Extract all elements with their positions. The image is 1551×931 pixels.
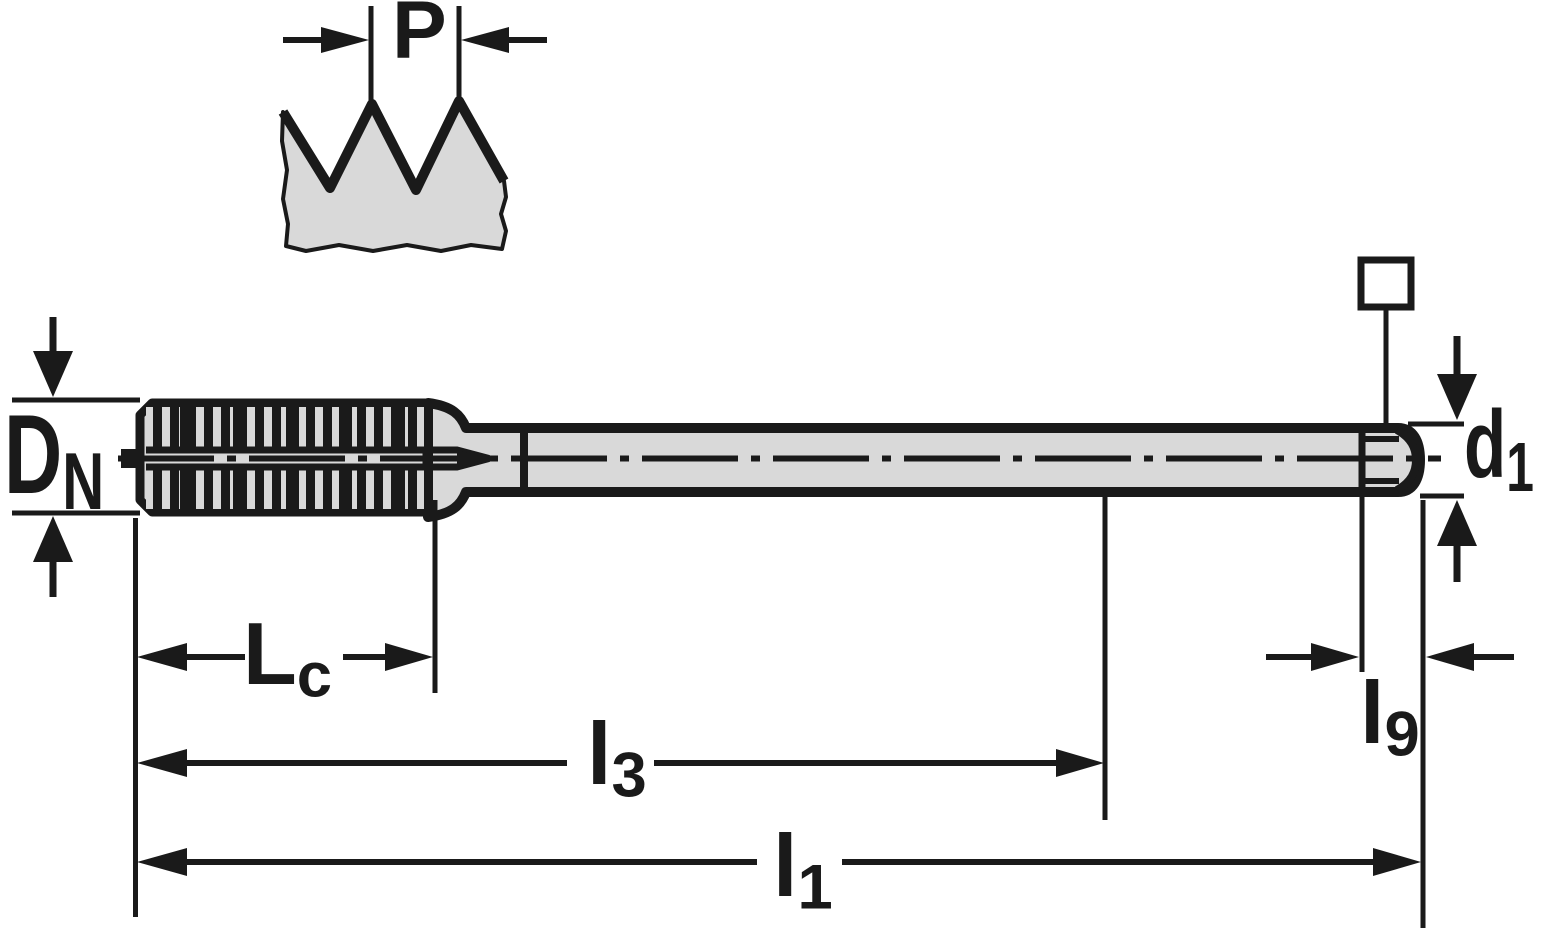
label-thread-length: Lc [243, 604, 333, 711]
dimension-thread-length [137, 643, 433, 671]
dimension-shank-diameter [1408, 336, 1477, 582]
thread-profile-teeth-outline [278, 96, 509, 195]
dn-arrow-up [33, 516, 73, 597]
label-square-length: l9 [1360, 663, 1420, 770]
thread-hatch [146, 407, 424, 509]
pitch-arrow-left [283, 27, 369, 53]
dimension-square-length [1266, 643, 1514, 671]
square-drive-symbol [1357, 256, 1415, 423]
thread-profile-detail [278, 6, 547, 253]
label-nominal-diameter: DN [4, 392, 105, 528]
d1-arrow-down [1437, 336, 1477, 420]
dimension-l3 [137, 749, 1104, 777]
tap-body [118, 256, 1441, 522]
label-l3: l3 [587, 704, 647, 811]
dn-arrow-down [33, 317, 73, 397]
label-overall-length: l1 [773, 816, 833, 923]
dimension-nominal-diameter [12, 317, 140, 597]
extension-lines [133, 496, 1426, 928]
label-shank-diameter: d1 [1464, 391, 1534, 506]
label-pitch: P [392, 0, 447, 76]
dimension-overall-length [137, 848, 1421, 876]
pitch-arrow-right [461, 27, 547, 53]
d1-arrow-up [1437, 500, 1477, 582]
centerline [118, 449, 1441, 468]
